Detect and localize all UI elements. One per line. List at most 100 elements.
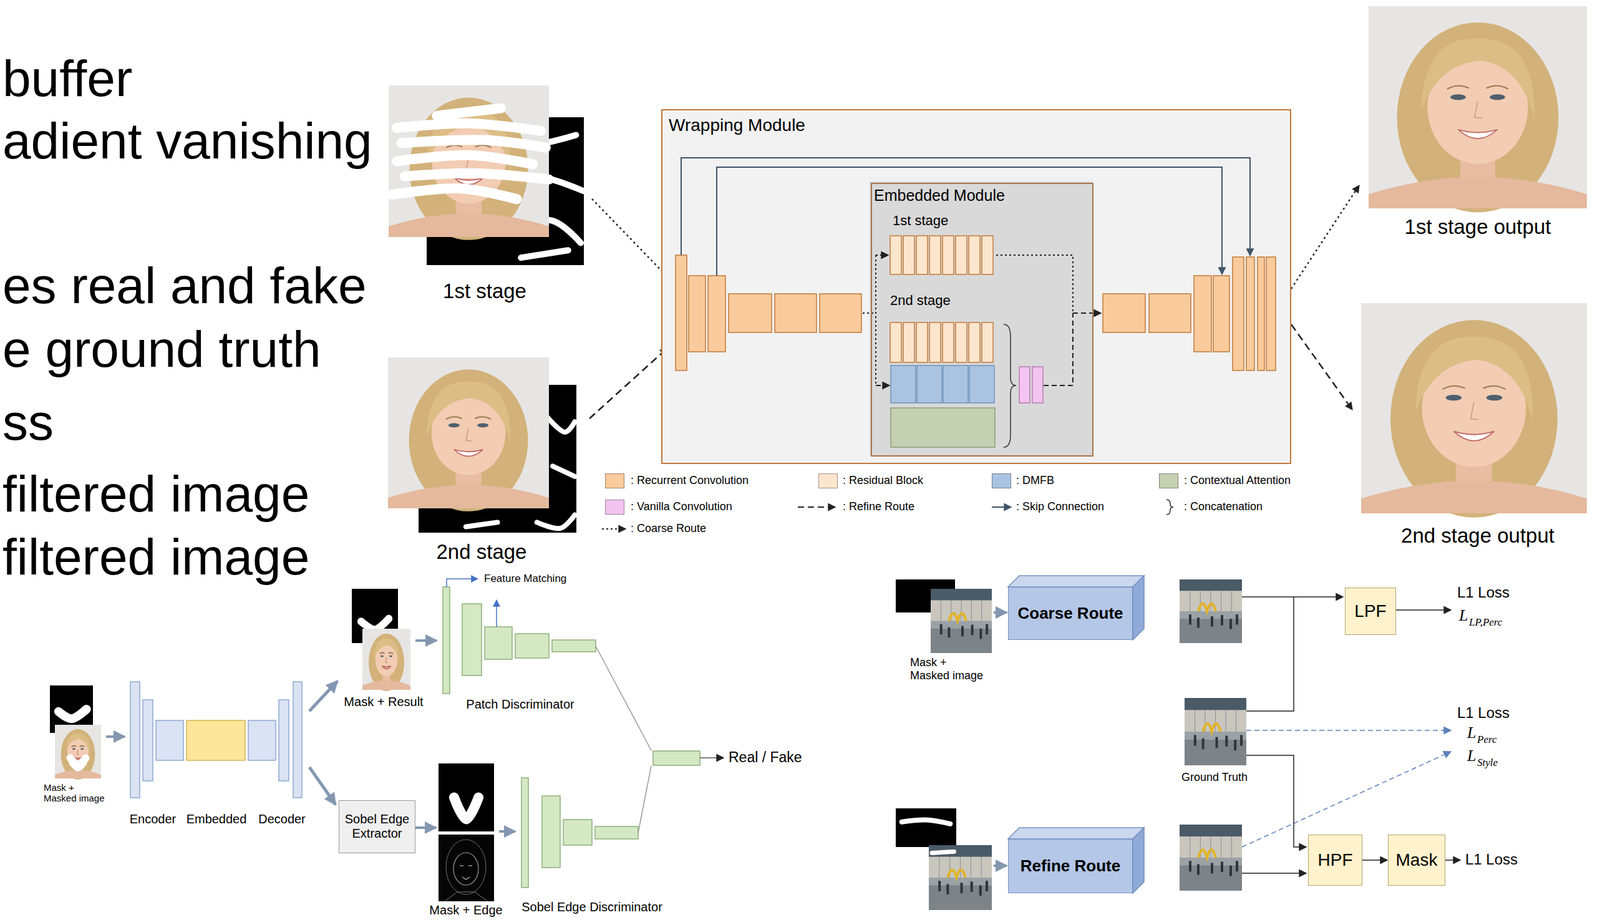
edge-disc-block bbox=[595, 826, 639, 839]
shoulders bbox=[1368, 177, 1587, 209]
recurrent-conv-block bbox=[1232, 256, 1244, 371]
truth-line bbox=[1246, 596, 1294, 712]
residual-block bbox=[916, 235, 928, 275]
window-line bbox=[1210, 836, 1212, 858]
feature-matching-arrow bbox=[446, 578, 478, 587]
mask-stroke bbox=[520, 250, 569, 258]
coder-block bbox=[130, 681, 140, 798]
brow bbox=[446, 416, 463, 420]
brow bbox=[1482, 386, 1506, 390]
part-label: Patch Discriminator bbox=[465, 697, 574, 712]
dmfb-block bbox=[943, 365, 969, 403]
window-line bbox=[971, 600, 972, 622]
person bbox=[961, 626, 964, 637]
window-line bbox=[1194, 709, 1196, 732]
recurrent-conv-block bbox=[1193, 275, 1212, 352]
patch-disc-block bbox=[552, 640, 596, 652]
roof bbox=[1179, 824, 1242, 837]
smile bbox=[1458, 129, 1498, 140]
roof bbox=[1179, 579, 1242, 591]
roof bbox=[1184, 698, 1247, 710]
patch-disc-block bbox=[442, 586, 450, 694]
refine-route bbox=[875, 384, 890, 387]
coder-block bbox=[248, 720, 276, 761]
window-line bbox=[960, 857, 961, 878]
legend-swatch bbox=[605, 499, 625, 515]
output-label: 1st stage output bbox=[1404, 215, 1552, 239]
residual-block bbox=[929, 235, 941, 275]
input-label: Mask + Edge bbox=[429, 903, 503, 918]
shoulders bbox=[362, 680, 411, 690]
legend-text: : Skip Connection bbox=[1016, 500, 1105, 514]
person bbox=[1220, 861, 1224, 873]
residual-block bbox=[981, 235, 994, 275]
smile bbox=[382, 666, 392, 669]
recurrent-conv-block bbox=[688, 275, 706, 352]
legend-swatch bbox=[1158, 473, 1179, 489]
person bbox=[1229, 865, 1232, 877]
eye bbox=[380, 655, 384, 658]
filter-box: LPF bbox=[1344, 587, 1397, 636]
patch-disc-block bbox=[484, 626, 513, 660]
stage-label: 1st stage bbox=[442, 279, 527, 304]
filter-box: HPF bbox=[1308, 834, 1363, 886]
route-arrow bbox=[1072, 312, 1101, 314]
brow bbox=[388, 653, 394, 655]
edge-outline bbox=[453, 852, 479, 886]
output-arrow bbox=[309, 767, 336, 805]
window-line bbox=[1231, 590, 1232, 612]
merge-line bbox=[595, 646, 652, 751]
nose bbox=[465, 428, 472, 442]
concat-brace bbox=[1003, 324, 1017, 448]
merge-line bbox=[638, 766, 652, 833]
edge-image bbox=[438, 834, 495, 902]
slide-text: adient vanishing bbox=[2, 115, 373, 167]
loss-label: L1 Loss bbox=[1465, 850, 1518, 869]
embedded-block bbox=[186, 720, 246, 761]
refine-route bbox=[1043, 313, 1073, 386]
node-title: Sobel Edge Extractor bbox=[343, 812, 412, 841]
edge-line bbox=[462, 877, 470, 880]
embedded-module: Embedded Module1st stage2nd stage bbox=[870, 182, 1094, 457]
loss-symbol: L bbox=[1467, 746, 1476, 766]
recurrent-conv-block bbox=[1149, 293, 1191, 333]
window-line bbox=[1189, 590, 1191, 612]
recurrent-conv-block bbox=[1257, 256, 1265, 371]
edge-disc-block bbox=[563, 819, 592, 846]
mask-image bbox=[895, 808, 957, 848]
output-arrow bbox=[699, 757, 724, 759]
brow bbox=[1442, 386, 1465, 390]
loss-label: L1 Loss bbox=[1457, 583, 1510, 602]
arches bbox=[1198, 849, 1216, 858]
feature-matching-arrow bbox=[495, 600, 498, 627]
mask-stroke bbox=[396, 155, 533, 165]
legend-sample bbox=[1166, 499, 1174, 515]
mask-stroke bbox=[552, 465, 575, 477]
residual-block bbox=[955, 235, 967, 275]
recurrent-conv-block bbox=[774, 293, 817, 333]
eye bbox=[477, 423, 489, 428]
brow bbox=[1486, 86, 1509, 90]
photo-ground bbox=[388, 85, 549, 238]
facade bbox=[928, 857, 992, 878]
input-arrow bbox=[106, 735, 125, 738]
face-photo bbox=[362, 628, 411, 692]
facade bbox=[930, 600, 992, 622]
vanilla-conv-block bbox=[1032, 366, 1043, 403]
window-line bbox=[981, 600, 982, 622]
street-photo bbox=[1184, 698, 1247, 766]
dmfb-block bbox=[969, 365, 995, 403]
fringe bbox=[66, 733, 91, 755]
eye bbox=[448, 423, 460, 428]
nose bbox=[1474, 101, 1483, 119]
recurrent-conv-block bbox=[728, 293, 772, 333]
vanilla-conv-block bbox=[1019, 366, 1030, 403]
person bbox=[985, 880, 989, 892]
eye bbox=[72, 747, 76, 750]
route-box: Coarse Route bbox=[1008, 586, 1133, 640]
mask-stroke bbox=[72, 762, 84, 768]
eye bbox=[389, 655, 393, 658]
mask-stroke bbox=[396, 123, 541, 131]
refine-route-arrow bbox=[589, 348, 668, 419]
